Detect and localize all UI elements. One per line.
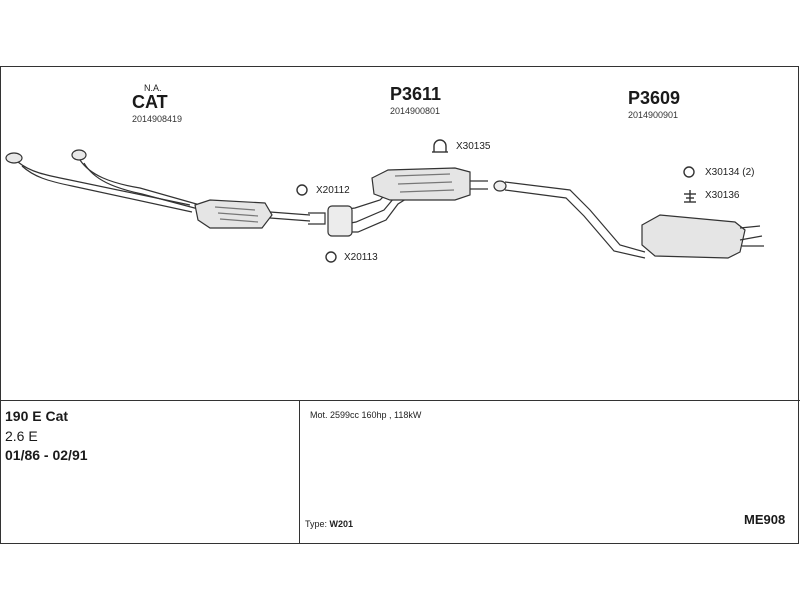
middle-inlet-clamp bbox=[327, 205, 353, 237]
ref-label-x20112: X20112 bbox=[316, 185, 350, 196]
middle-code: P3611 bbox=[390, 84, 442, 104]
middle-outlet-pipe bbox=[470, 180, 488, 190]
cat-part-number: 2014908419 bbox=[132, 114, 183, 124]
vehicle-model: 190 E Cat bbox=[5, 408, 69, 424]
converter-ribs bbox=[214, 206, 259, 223]
vehicle-years: 01/86 - 02/91 bbox=[5, 447, 88, 463]
diagram-frame bbox=[0, 66, 799, 544]
ring-icon-x20112 bbox=[296, 184, 308, 196]
front-pipe-left bbox=[17, 161, 191, 206]
horizontal-divider bbox=[0, 400, 800, 401]
ref-label-x30136: X30136 bbox=[705, 190, 740, 201]
type-label: Type: bbox=[305, 519, 328, 529]
ref-label-x20113: X20113 bbox=[344, 252, 378, 263]
rear-pipe-bottom bbox=[504, 189, 646, 259]
type-value: W201 bbox=[329, 519, 354, 529]
front-pipe-left-edge bbox=[21, 165, 193, 213]
ref-label-x30135: X30135 bbox=[456, 141, 491, 152]
ref-label-x30134: X30134 (2) bbox=[705, 167, 755, 178]
ring-icon-x30134 bbox=[683, 166, 695, 178]
front-pipe-right-edge bbox=[83, 162, 203, 211]
rear-inlet-flange bbox=[493, 180, 507, 192]
middle-silencer-assembly[interactable] bbox=[327, 167, 488, 237]
type-row: Type: W201 bbox=[305, 519, 353, 529]
vertical-divider bbox=[299, 400, 300, 544]
catalog-code: ME908 bbox=[744, 512, 786, 527]
middle-silencer-body bbox=[371, 167, 471, 201]
rear-pipe-top bbox=[504, 181, 646, 253]
hanger-icon-x30136 bbox=[684, 190, 696, 203]
catalytic-converter-assembly[interactable] bbox=[5, 149, 326, 229]
rear-silencer-body bbox=[641, 214, 746, 259]
ring-icon-x20113 bbox=[325, 251, 337, 263]
engine-info: Mot. 2599cc 160hp , 118kW bbox=[310, 410, 422, 420]
front-flange-right bbox=[71, 149, 87, 161]
middle-part-number: 2014900801 bbox=[390, 106, 441, 116]
cat-prefix: N.A. bbox=[144, 83, 162, 93]
vehicle-engine: 2.6 E bbox=[5, 428, 38, 444]
middle-silencer-ribs bbox=[394, 173, 455, 193]
clamp-icon-x30135 bbox=[432, 139, 448, 153]
rear-code: P3609 bbox=[628, 88, 681, 108]
rear-silencer-assembly[interactable] bbox=[493, 180, 764, 259]
front-flange-left bbox=[5, 152, 23, 164]
rear-tailpipes bbox=[739, 225, 764, 247]
cat-code: CAT bbox=[132, 92, 168, 112]
front-pipe-right bbox=[79, 159, 201, 206]
outlet-flange bbox=[308, 212, 326, 225]
converter-outlet bbox=[269, 211, 311, 222]
rear-part-number: 2014900901 bbox=[628, 110, 679, 120]
